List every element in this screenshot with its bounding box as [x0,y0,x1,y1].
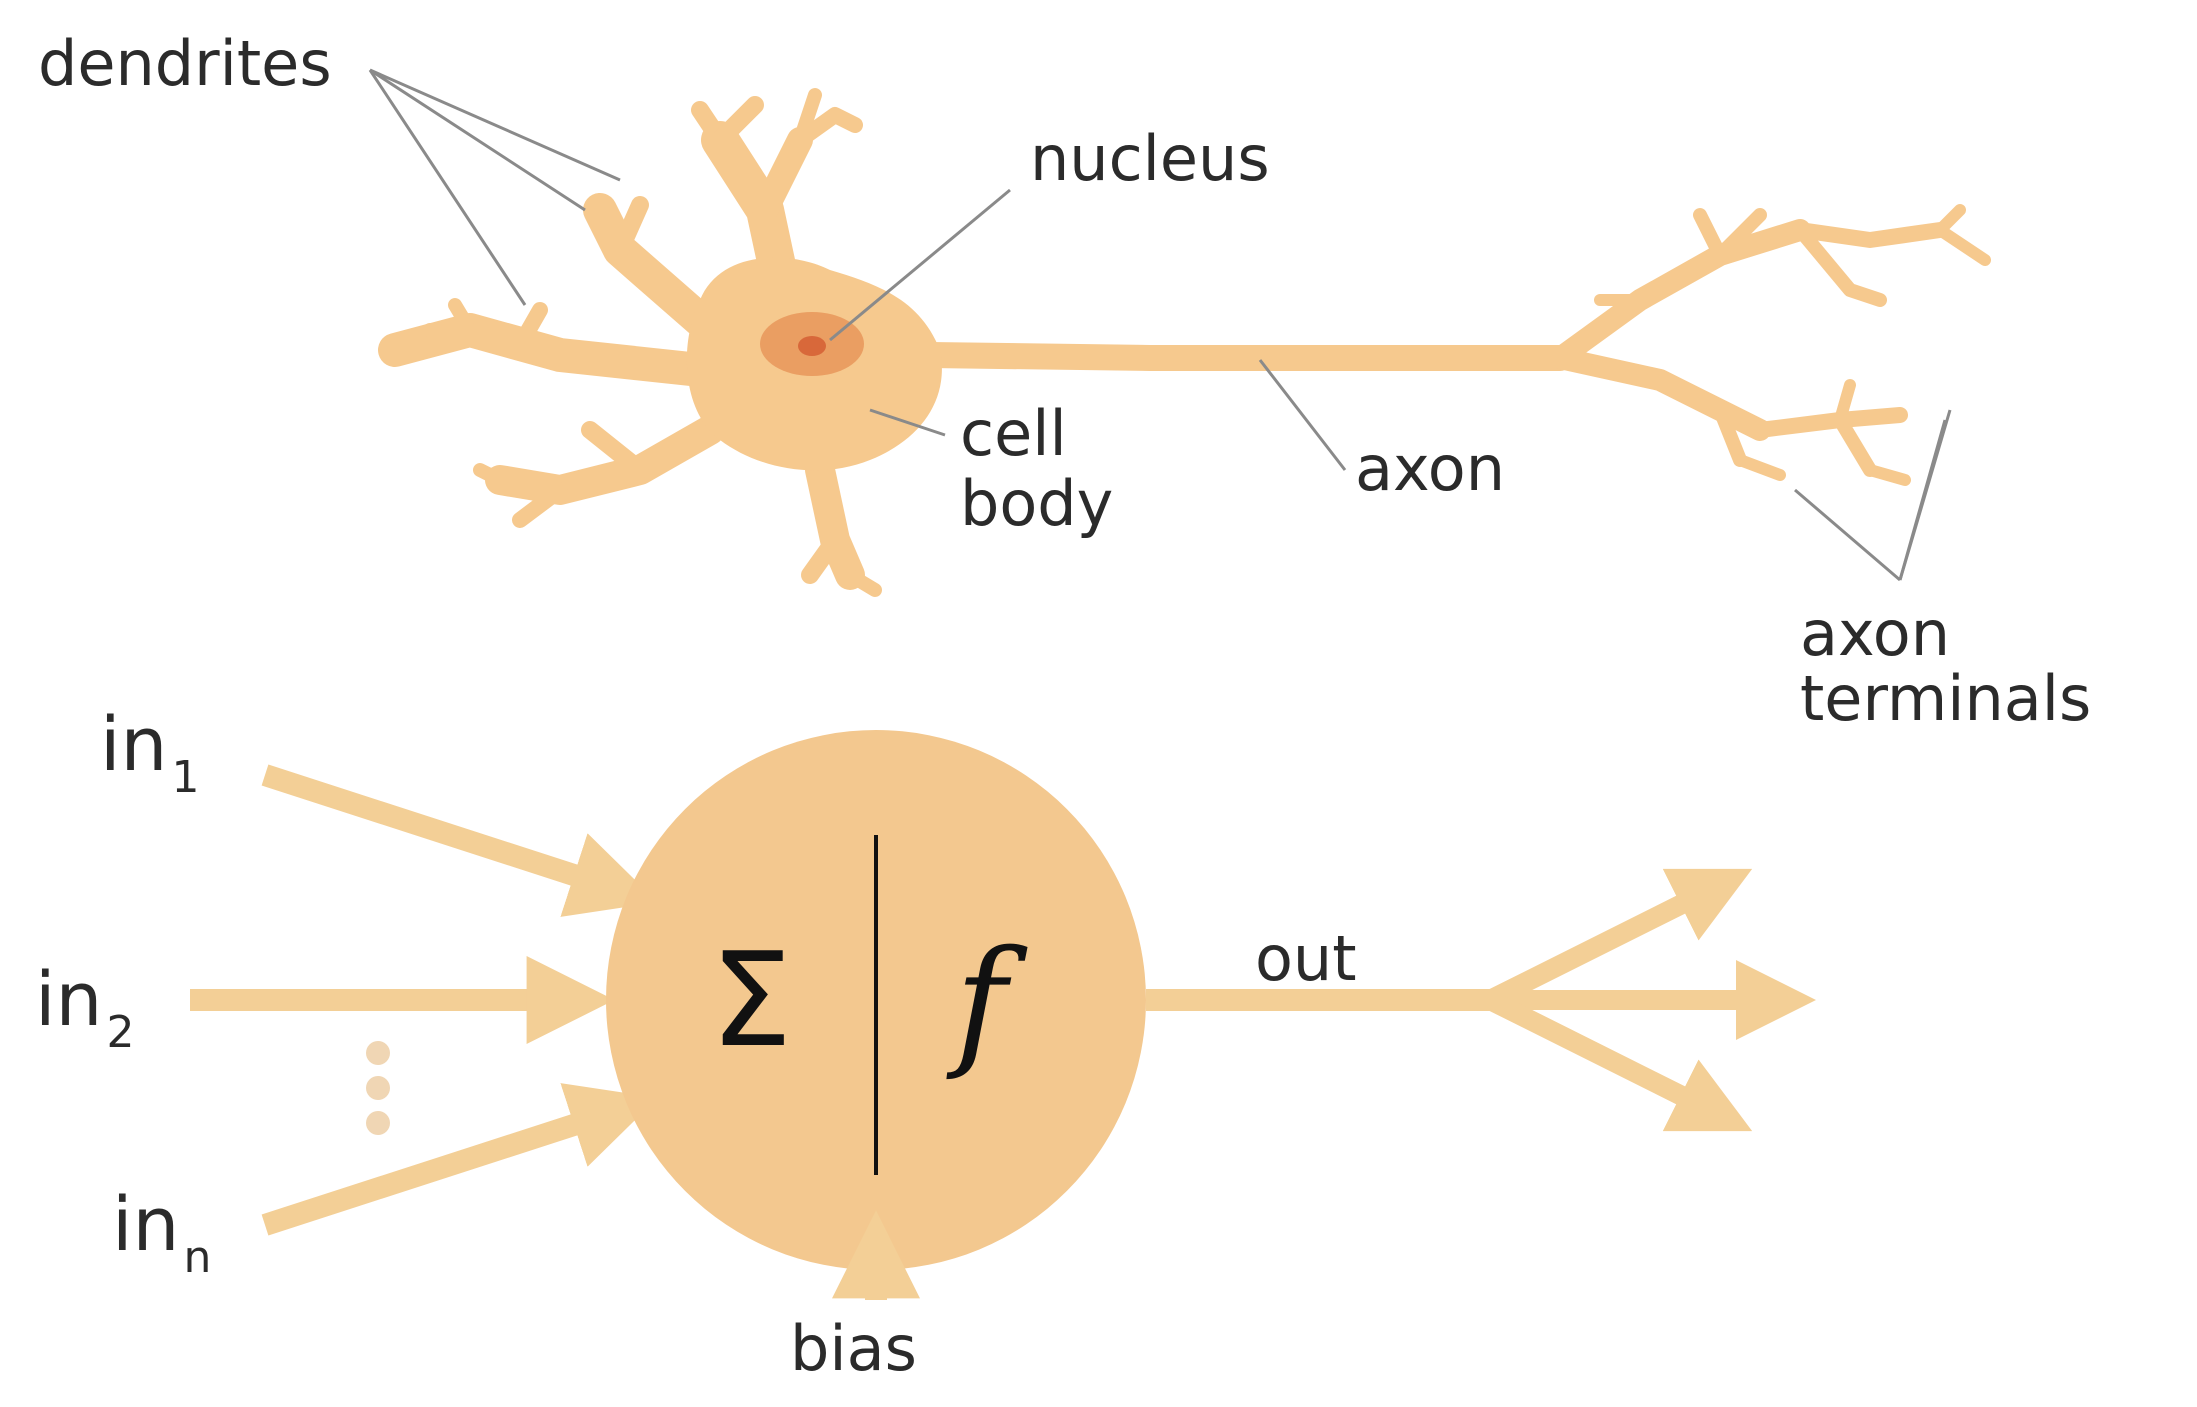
label-axon: axon [1355,432,1505,505]
input-label-2-base: in [35,957,102,1043]
input-arrow-1 [261,764,658,917]
label-axon-terminals-line1: axon [1800,597,1950,670]
leader-lines [368,68,1952,582]
dendrites-shape [378,88,1991,597]
label-cell: cell [960,397,1067,470]
input-label-1-base: in [100,702,167,788]
input-label-n-subscript: n [183,1232,211,1283]
ellipsis-dot-3 [366,1111,390,1135]
label-axon-terminals-line2: terminals [1800,662,2091,735]
input-label-n: inn [112,1182,211,1283]
biological-neuron: dendrites nucleus cell body axon axon te… [38,27,2091,735]
input-label-1: in1 [100,702,199,803]
label-nucleus: nucleus [1030,122,1270,195]
label-dendrites: dendrites [38,27,332,100]
input-label-n-base: in [112,1182,179,1268]
output-arrow-top [1485,868,1753,1009]
ellipsis-dot-1 [366,1041,390,1065]
output-arrow-bottom [1485,991,1753,1132]
input-arrow-n [261,1083,658,1236]
sum-symbol: Σ [710,924,792,1076]
input-label-2-subscript: 2 [106,1007,134,1058]
label-body: body [960,467,1113,540]
artificial-neuron: Σ f in1 in2 inn out bias [35,702,1816,1385]
output-label: out [1255,922,1357,995]
nucleus-inner-shape [798,336,826,356]
ellipsis-dot-2 [366,1076,390,1100]
input-label-2: in2 [35,957,134,1058]
bias-label: bias [790,1312,917,1385]
input-label-1-subscript: 1 [171,752,199,803]
